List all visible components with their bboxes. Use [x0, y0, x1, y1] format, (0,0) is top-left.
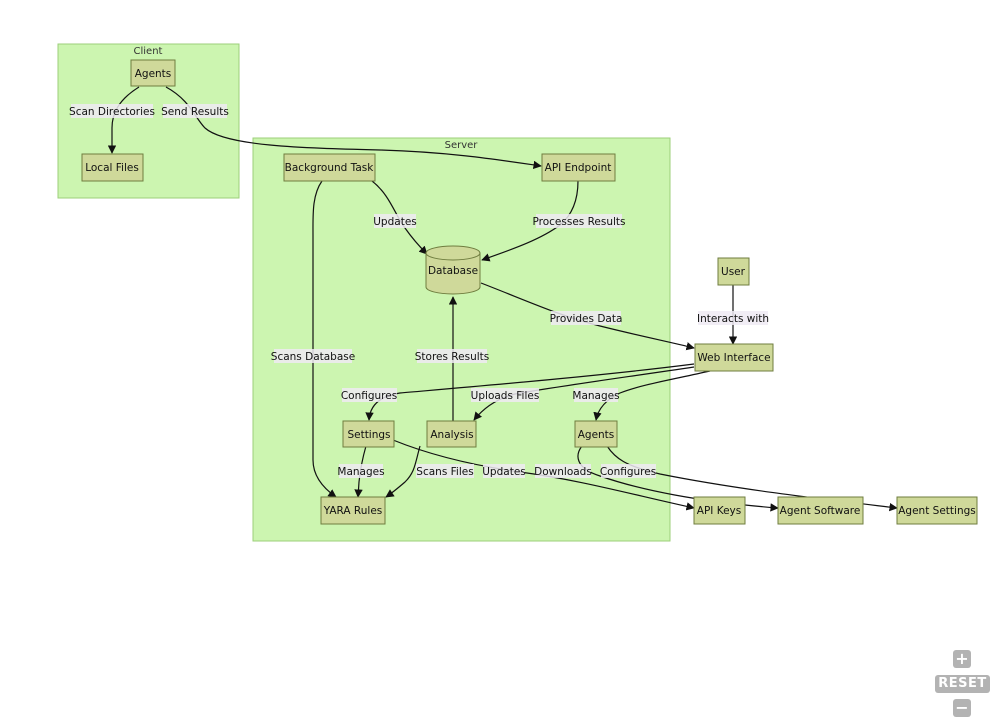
- label-interacts-with: Interacts with: [697, 313, 769, 325]
- label-scans-database: Scans Database: [271, 351, 355, 363]
- node-local-files-label: Local Files: [85, 162, 139, 174]
- edge-labels: Scan Directories Send Results Updates Pr…: [69, 104, 769, 478]
- edge-provides-data: [480, 282, 695, 351]
- label-configures-settings: Configures: [341, 390, 397, 402]
- label-updates-keys: Updates: [482, 466, 526, 478]
- cluster-server: Server: [252, 137, 671, 542]
- node-background-task-label: Background Task: [285, 162, 375, 174]
- label-manages-yara: Manages: [337, 466, 384, 478]
- node-yara-rules[interactable]: YARA Rules: [320, 496, 386, 525]
- node-analysis[interactable]: Analysis: [426, 420, 477, 448]
- node-agent-settings[interactable]: Agent Settings: [896, 496, 978, 525]
- node-settings-label: Settings: [347, 429, 390, 441]
- node-agents-client[interactable]: Agents: [130, 59, 176, 87]
- label-updates-db: Updates: [373, 216, 417, 228]
- edge-manages-agents: [593, 370, 711, 421]
- node-user[interactable]: User: [717, 257, 750, 286]
- label-manages-agents: Manages: [572, 390, 619, 402]
- label-downloads: Downloads: [534, 466, 592, 478]
- node-api-endpoint-label: API Endpoint: [545, 162, 612, 174]
- node-settings[interactable]: Settings: [342, 420, 395, 448]
- node-background-task[interactable]: Background Task: [283, 153, 376, 182]
- zoom-out-button[interactable]: −: [953, 699, 971, 717]
- node-web-interface[interactable]: Web Interface: [694, 343, 774, 372]
- node-database[interactable]: Database: [425, 245, 481, 295]
- node-agents-server[interactable]: Agents: [574, 420, 618, 448]
- label-scans-files: Scans Files: [416, 466, 473, 478]
- node-api-endpoint[interactable]: API Endpoint: [541, 153, 616, 182]
- node-database-label: Database: [428, 265, 478, 277]
- label-configures-agent: Configures: [600, 466, 656, 478]
- edge-send-results: [165, 86, 542, 170]
- node-analysis-label: Analysis: [430, 429, 473, 441]
- label-provides-data: Provides Data: [550, 313, 623, 325]
- node-agent-settings-label: Agent Settings: [898, 505, 975, 517]
- node-agent-software[interactable]: Agent Software: [777, 496, 864, 525]
- node-api-keys-label: API Keys: [697, 505, 741, 517]
- cluster-server-title: Server: [445, 140, 479, 151]
- node-user-label: User: [721, 266, 746, 278]
- node-agents-client-label: Agents: [135, 68, 172, 80]
- node-api-keys[interactable]: API Keys: [693, 496, 746, 525]
- node-agents-server-label: Agents: [578, 429, 615, 441]
- edge-scans-files: [385, 445, 421, 498]
- node-local-files[interactable]: Local Files: [81, 153, 144, 182]
- node-agent-software-label: Agent Software: [780, 505, 861, 517]
- reset-button[interactable]: RESET: [935, 675, 990, 693]
- edge-scans-database: [312, 180, 337, 498]
- label-send-results: Send Results: [161, 106, 229, 118]
- node-yara-rules-label: YARA Rules: [323, 505, 383, 517]
- label-scan-directories: Scan Directories: [69, 106, 155, 118]
- label-processes-results: Processes Results: [532, 216, 625, 228]
- zoom-in-button[interactable]: +: [953, 650, 971, 668]
- node-web-interface-label: Web Interface: [697, 352, 770, 364]
- label-uploads-files: Uploads Files: [471, 390, 540, 402]
- cluster-client-title: Client: [134, 46, 163, 57]
- label-stores-results: Stores Results: [415, 351, 489, 363]
